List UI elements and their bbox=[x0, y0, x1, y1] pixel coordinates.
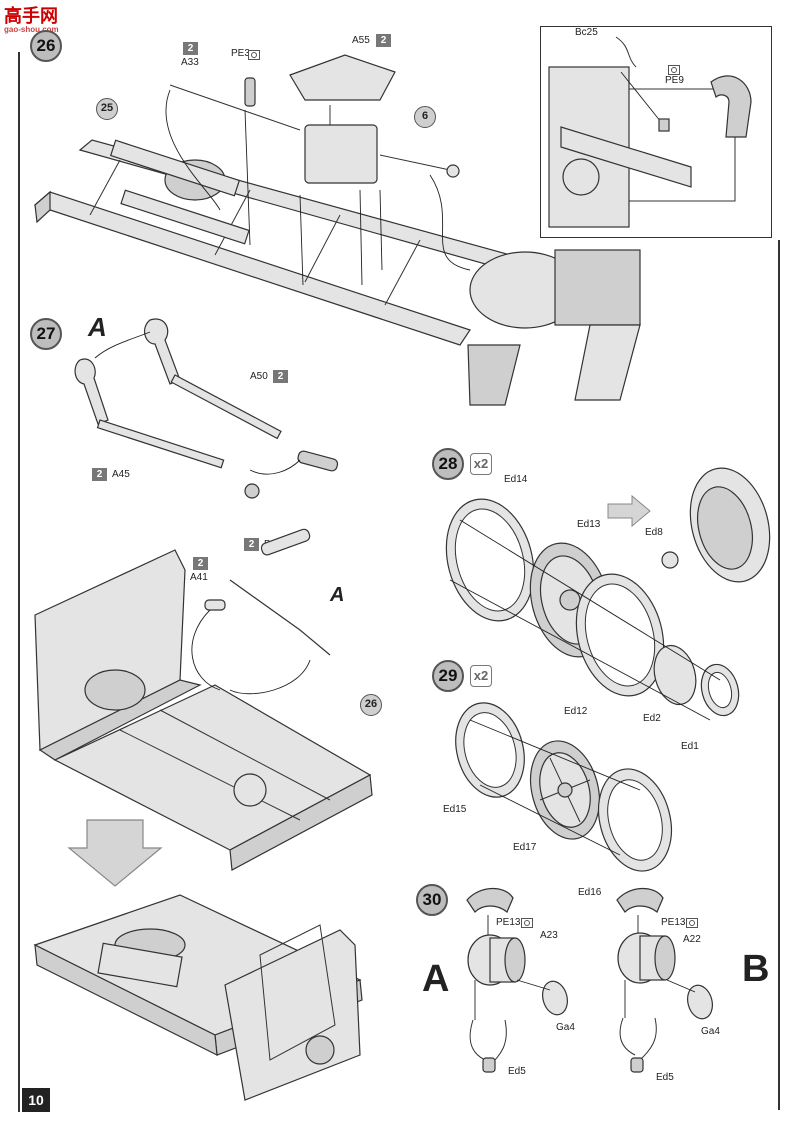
step-27-badge: 27 bbox=[30, 318, 62, 350]
label-a22: A22 bbox=[683, 934, 701, 945]
label-ed8: Ed8 bbox=[645, 527, 663, 538]
step-26-detail-inset: Bc25 PE9 bbox=[540, 26, 772, 238]
label-pe9: PE9 bbox=[665, 75, 684, 86]
sprue-2-a41: 2 bbox=[193, 557, 208, 570]
label-ga4-left: Ga4 bbox=[556, 1022, 575, 1033]
step-30-letter-b: B bbox=[742, 948, 770, 990]
label-ed1: Ed1 bbox=[681, 741, 699, 752]
ref-25-badge: 25 bbox=[96, 98, 118, 120]
step-26-badge: 26 bbox=[30, 30, 62, 62]
step-27-letter-a: A bbox=[88, 312, 107, 342]
step-28-qty: x2 bbox=[470, 453, 492, 475]
step-26-chassis-drawing bbox=[33, 54, 641, 406]
watermark-text: 高手网 bbox=[4, 6, 58, 27]
step-27-result-drawing bbox=[33, 894, 363, 1101]
step-arrow-icon bbox=[607, 494, 651, 528]
label-pe3: PE3 bbox=[231, 48, 250, 59]
label-ed15: Ed15 bbox=[443, 804, 467, 815]
step-29-badge: 29 bbox=[432, 660, 464, 692]
photo-etch-icon bbox=[521, 918, 533, 928]
right-frame-line bbox=[778, 240, 780, 1110]
label-pe13-right: PE13 bbox=[661, 917, 686, 928]
left-frame-line bbox=[18, 52, 20, 1112]
sprue-2-a55: 2 bbox=[376, 34, 391, 47]
photo-etch-icon bbox=[686, 918, 698, 928]
site-watermark: 高手网 gao-shou.com bbox=[4, 2, 59, 34]
step-28-wheel-drawing bbox=[445, 467, 771, 721]
steering-linkage-drawing bbox=[74, 318, 339, 499]
step-30-headlight-a-drawing bbox=[466, 887, 568, 1073]
step-28-badge: 28 bbox=[432, 448, 464, 480]
sprue-2-a45: 2 bbox=[92, 468, 107, 481]
photo-etch-icon bbox=[668, 65, 680, 75]
label-ed13: Ed13 bbox=[577, 519, 601, 530]
page-number: 10 bbox=[22, 1088, 50, 1112]
ref-26-badge: 26 bbox=[360, 694, 382, 716]
label-ed5-right: Ed5 bbox=[656, 1072, 674, 1083]
watermark-sub: gao-shou.com bbox=[4, 25, 59, 34]
label-a55: A55 bbox=[352, 35, 370, 46]
label-ed2: Ed2 bbox=[643, 713, 661, 724]
step-30-headlight-b-drawing bbox=[616, 887, 713, 1073]
sprue-2-a33: 2 bbox=[183, 42, 198, 55]
label-ed5-left: Ed5 bbox=[508, 1066, 526, 1077]
label-a50: A50 bbox=[250, 371, 268, 382]
step-30-badge: 30 bbox=[416, 884, 448, 916]
label-a23: A23 bbox=[540, 930, 558, 941]
step-27-letter-a-assembly: A bbox=[330, 584, 345, 606]
label-a45: A45 bbox=[112, 469, 130, 480]
label-ed16: Ed16 bbox=[578, 887, 602, 898]
inset-drawing bbox=[548, 36, 752, 228]
label-ed14: Ed14 bbox=[504, 474, 528, 485]
label-ed12: Ed12 bbox=[564, 706, 588, 717]
step-29-qty: x2 bbox=[470, 665, 492, 687]
sprue-2-a50: 2 bbox=[273, 370, 288, 383]
down-arrow-icon bbox=[67, 819, 163, 887]
label-pe13-left: PE13 bbox=[496, 917, 521, 928]
step-29-wheel-drawing bbox=[455, 702, 672, 872]
label-ed17: Ed17 bbox=[513, 842, 537, 853]
photo-etch-icon bbox=[248, 50, 260, 60]
sprue-2-bc11: 2 bbox=[244, 538, 259, 551]
label-ga4-right: Ga4 bbox=[701, 1026, 720, 1037]
label-a33: A33 bbox=[181, 57, 199, 68]
step-30-letter-a: A bbox=[422, 958, 450, 1000]
label-a41: A41 bbox=[190, 572, 208, 583]
step-27-body-drawing bbox=[34, 528, 373, 871]
label-bc25: Bc25 bbox=[575, 27, 598, 38]
ref-6-badge: 6 bbox=[414, 106, 436, 128]
